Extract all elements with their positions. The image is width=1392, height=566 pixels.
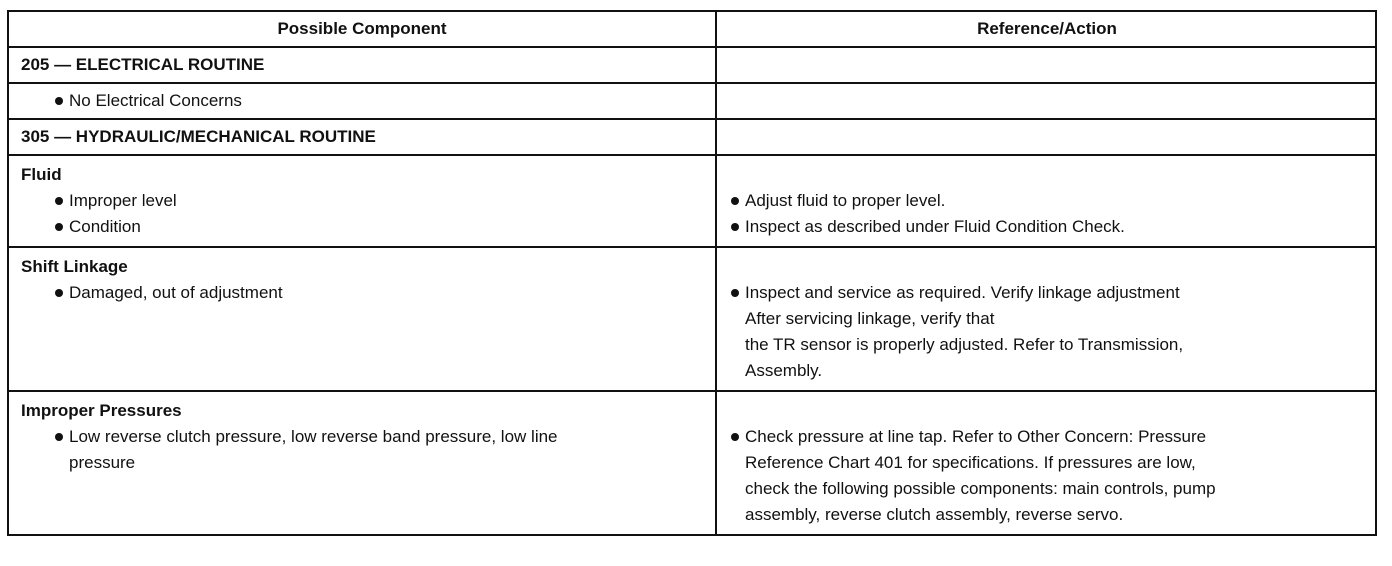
bullet-icon [731,289,739,297]
bullet-icon [55,433,63,441]
table-row: 305 — HYDRAULIC/MECHANICAL ROUTINE [9,118,1375,154]
list-item: Inspect as described under Fluid Conditi… [731,214,1363,240]
list-item: Inspect and service as required. Verify … [731,280,1363,306]
table-row: No Electrical Concerns [9,82,1375,118]
group-title-improper-pressures: Improper Pressures [21,401,182,420]
table-row: Shift Linkage Damaged, out of adjustment… [9,246,1375,390]
section-title-hydraulic: 305 — HYDRAULIC/MECHANICAL ROUTINE [9,120,717,154]
table-row: 205 — ELECTRICAL ROUTINE [9,46,1375,82]
table-row: Fluid Improper level Condition Adjust fl… [9,154,1375,246]
list-item: Improper level [21,188,703,214]
header-possible-component: Possible Component [9,12,717,46]
list-item: Damaged, out of adjustment [21,280,703,306]
header-reference-action: Reference/Action [977,19,1117,38]
list-item: Check pressure at line tap. Refer to Oth… [731,424,1363,528]
bullet-icon [731,223,739,231]
bullet-icon [55,223,63,231]
diagnostic-table: Possible Component Reference/Action 205 … [7,10,1377,536]
electrical-item: No Electrical Concerns [69,91,242,110]
shift-note-line: After servicing linkage, verify that [745,309,995,328]
list-item: Low reverse clutch pressure, low reverse… [21,424,703,476]
bullet-icon [55,97,63,105]
bullet-icon [731,197,739,205]
bullet-icon [731,433,739,441]
bullet-icon [55,197,63,205]
shift-note-line: the TR sensor is properly adjusted. Refe… [745,335,1184,354]
table-header: Possible Component Reference/Action [9,12,1375,46]
group-title-shift-linkage: Shift Linkage [21,257,128,276]
bullet-icon [55,289,63,297]
list-item: Condition [21,214,703,240]
list-item: Adjust fluid to proper level. [731,188,1363,214]
group-title-fluid: Fluid [21,165,62,184]
shift-note-line: Assembly. [745,361,823,380]
section-title-electrical: 205 — ELECTRICAL ROUTINE [9,48,717,82]
table-row: Improper Pressures Low reverse clutch pr… [9,390,1375,534]
